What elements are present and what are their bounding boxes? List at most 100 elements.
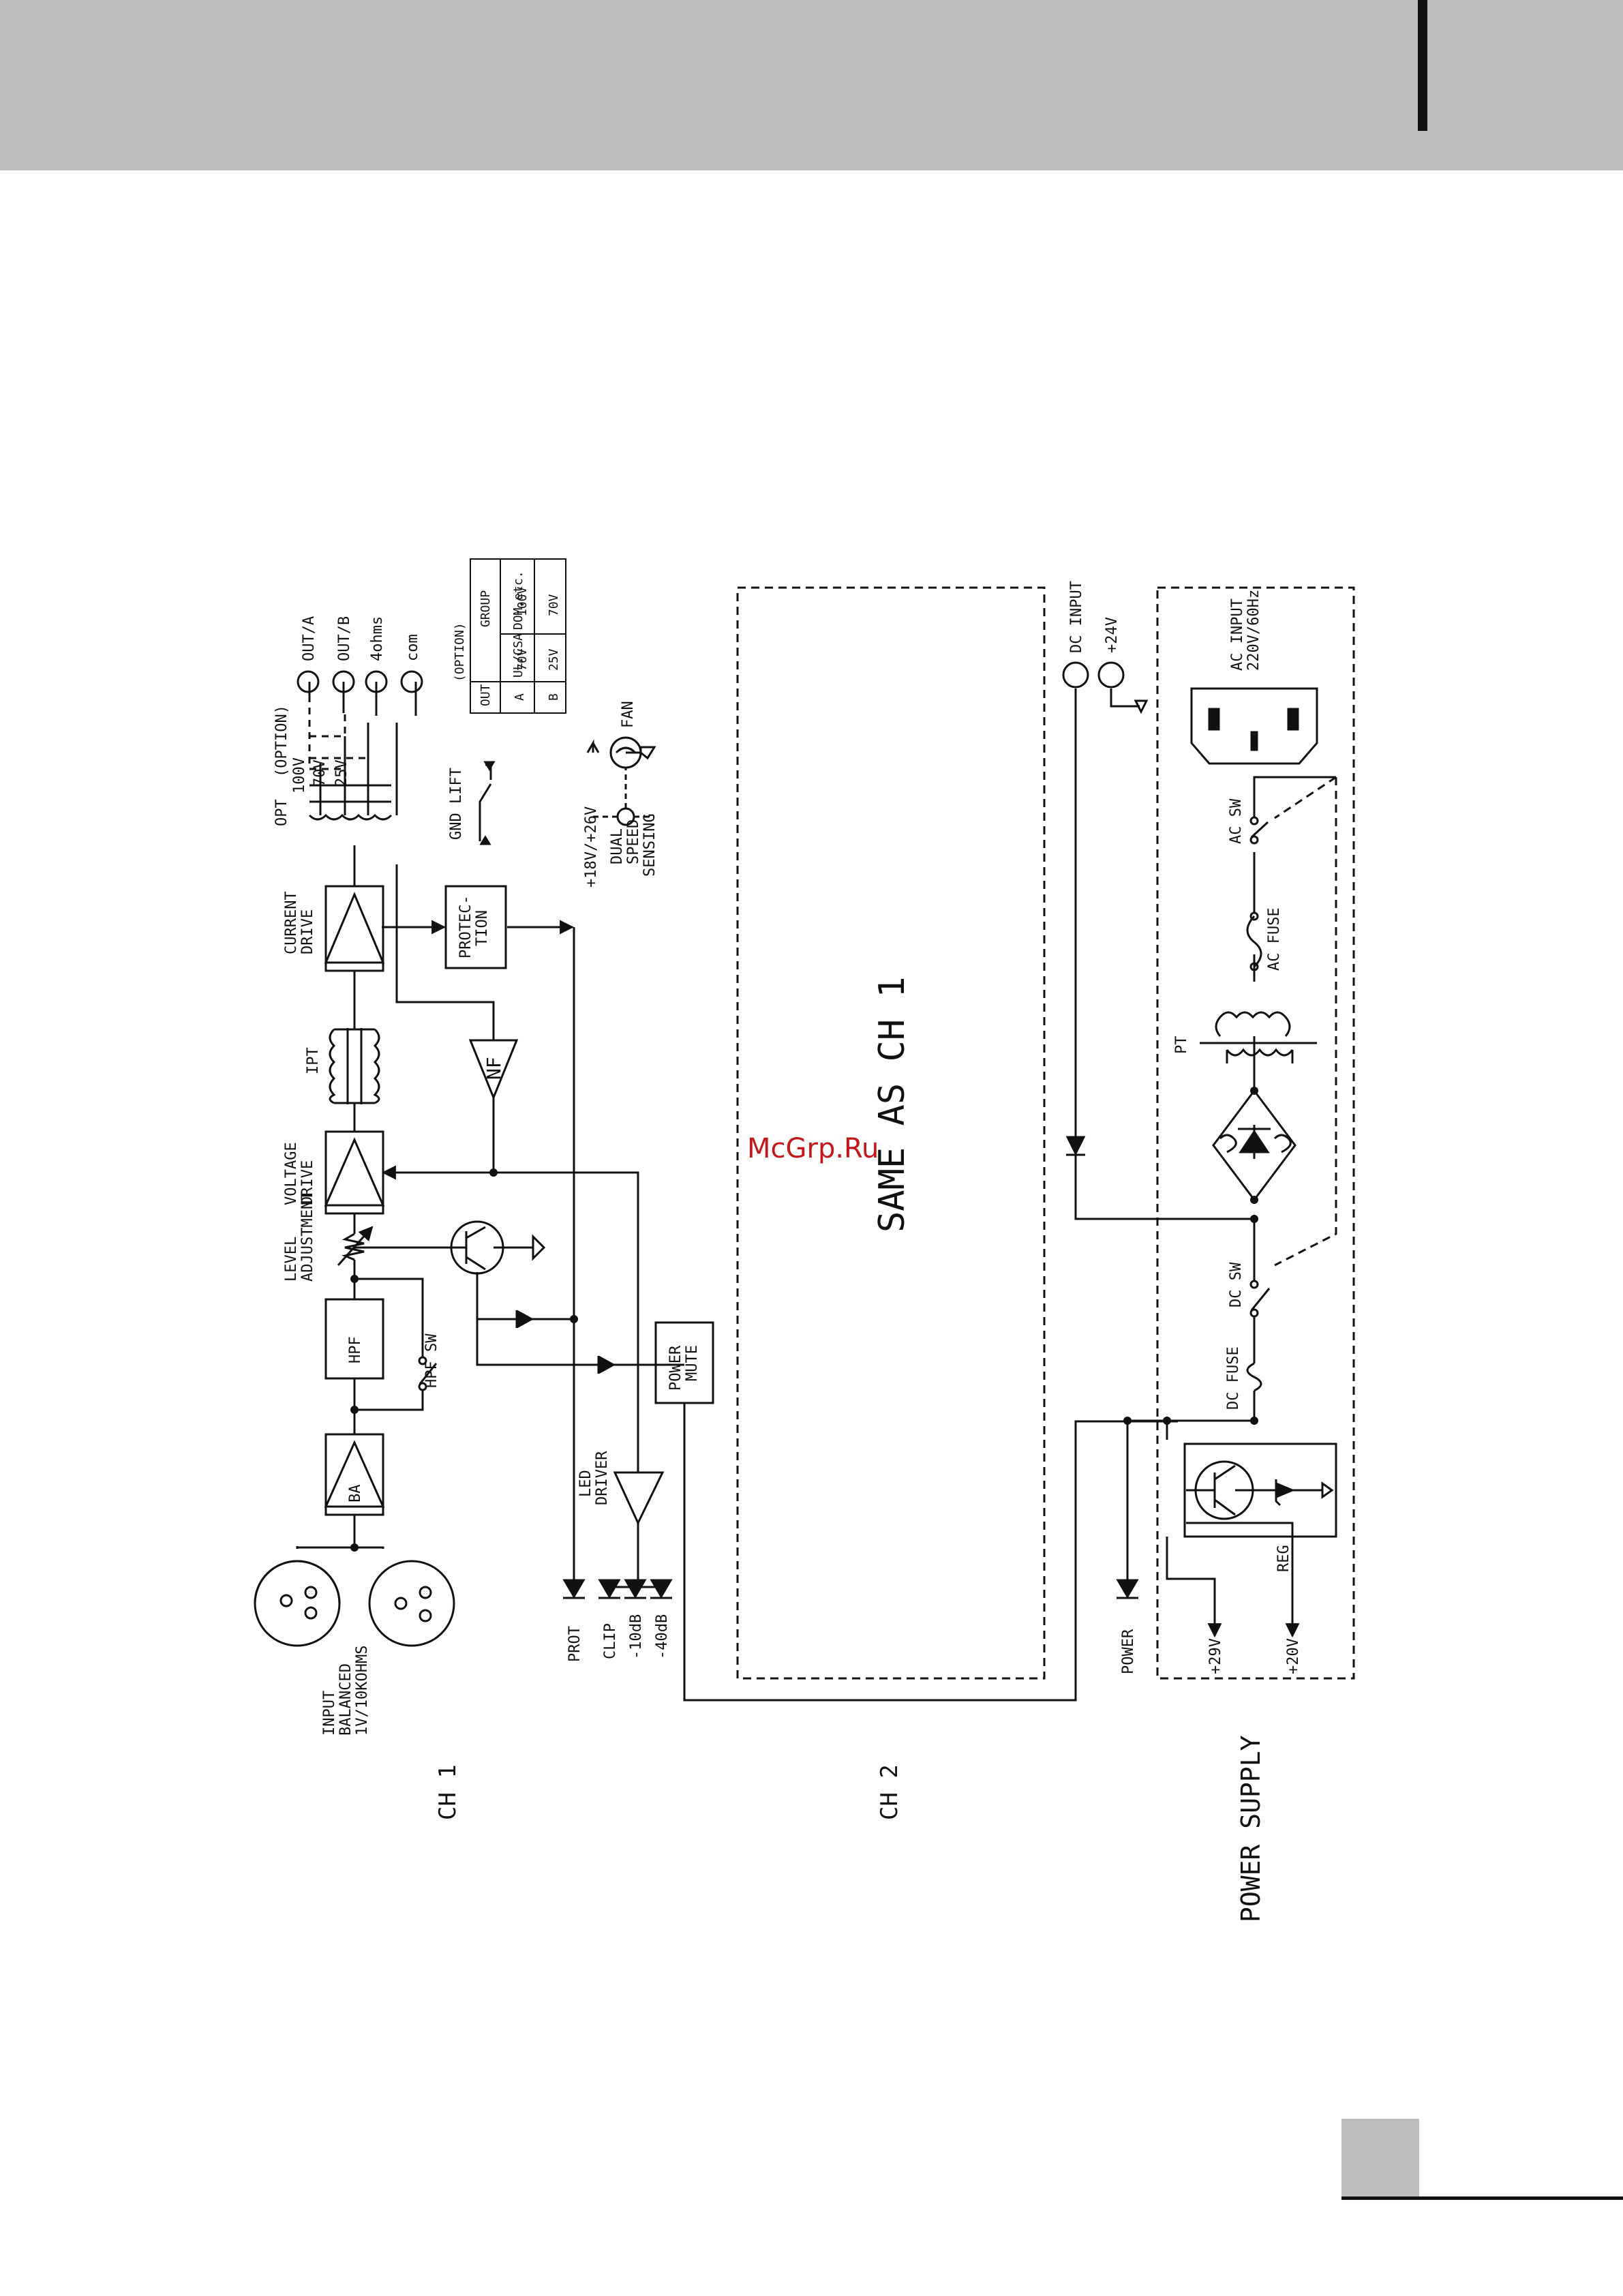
led-driver-icon [613,1471,665,1526]
power-mute-label-2: MUTE [684,1345,701,1381]
led-driver-label-2: DRIVER [594,1451,611,1505]
4ohms-label: 4ohms [369,616,386,661]
power-led-label: POWER [1120,1629,1137,1674]
ch2-box [736,586,1046,1680]
current-drive-label-2: DRIVE [299,909,316,954]
option-table-row-a: A [513,693,527,701]
transistor-icon [450,1220,504,1275]
reg-label: REG [1275,1545,1292,1572]
ac-fuse-label: AC FUSE [1266,907,1283,971]
diode-icon [515,1310,534,1329]
led-10db-label: -10dB [628,1614,645,1659]
ch2-note: SAME AS CH 1 [872,976,913,1233]
voltage-drive-label-1: VOLTAGE [283,1142,300,1205]
current-drive-label-1: CURRENT [283,891,300,954]
power-mute-label-1: POWER [667,1345,684,1391]
dc-input-label: DC INPUT [1068,581,1085,653]
input-label-3: 1V/10KOHMS [354,1646,371,1736]
ground-icon [532,1234,546,1261]
level-label-2: ADJUSTMENT [299,1192,316,1282]
option-table-row-b: B [547,693,561,701]
level-label-1: LEVEL [283,1237,300,1282]
voltage-drive-label-2: DRIVE [299,1160,316,1205]
option-table-a-ul: 70V [515,648,530,671]
page-number-box [1341,2119,1419,2196]
protection-block [444,885,507,969]
ground-icon [1134,699,1149,714]
tap-25v: 25V [333,759,350,787]
level-potentiometer-icon [337,1226,374,1266]
out-b-label: OUT/B [336,616,353,661]
fan-sensor-icon [593,768,654,826]
power-mute-block [654,1321,714,1404]
ac-switch-icon [1249,816,1269,845]
tap-70v: 70V [312,759,329,787]
option-table-a-dom: 100V [515,586,530,616]
com-terminal-icon [400,670,423,693]
section-ch1: CH 1 [434,1764,461,1820]
gnd-lift-label: GND LIFT [448,768,465,840]
hpf-block [324,1298,384,1380]
fan-control-1: DUAL [609,828,626,864]
option-label: (OPTION) [273,705,290,777]
led-driver-label-1: LED [577,1470,594,1497]
section-ch2: CH 2 [876,1764,903,1820]
ipt-transformer-icon [329,1028,380,1104]
hpf-switch-icon [418,1356,438,1391]
ac-input-label-1: AC INPUT [1229,599,1246,671]
opt-transformer-icon [308,813,393,821]
power-supply-box [1156,586,1355,1680]
ipt-label: IPT [305,1047,322,1074]
voltage-drive-block [324,1130,385,1215]
input-label-1: INPUT [321,1691,338,1736]
dc-switch-icon [1249,1280,1271,1318]
protection-label-2: TION [474,910,491,946]
4ohms-terminal-icon [365,670,388,693]
led-clip-icon [598,1579,621,1599]
pt-label: PT [1173,1036,1190,1055]
option-table [470,558,566,714]
option-table-group: GROUP [479,590,493,627]
out-b-terminal-icon [332,670,355,693]
power-led-icon [1116,1579,1139,1599]
out-a-label: OUT/A [301,616,318,661]
header-band [0,0,1623,170]
opt-label: OPT [273,799,290,826]
nf-amplifier-icon [468,1039,519,1100]
led-40db-icon [650,1579,673,1599]
ba-label: BA [347,1485,364,1503]
dc-sw-label: DC SW [1228,1262,1245,1308]
fan-icon [586,736,656,769]
fan-label: FAN [620,701,637,728]
option-table-group-ul: UL/CSA [511,633,526,678]
led-40db-label: -40dB [654,1614,671,1659]
gnd-lift-switch-icon [479,761,496,845]
led-prot-icon [562,1579,586,1599]
watermark: McGrp.Ru [747,1133,879,1164]
footer-rule [1341,2196,1623,2200]
fan-control-2: SPEED [625,819,642,864]
regulator-block [1183,1442,1337,1538]
diode-icon [597,1355,616,1374]
dc-fuse-label: DC FUSE [1225,1346,1242,1410]
out-a-terminal-icon [297,670,320,693]
bridge-rectifier-icon [1212,1089,1296,1202]
plus20v-label: +20V [1285,1638,1302,1674]
xlr-male-icon [368,1560,455,1647]
com-label: com [404,634,421,661]
option-table-b-ul: 25V [547,648,561,671]
ac-input-label-2: 220V/60Hz [1245,590,1262,671]
ac-fuse-icon [1246,911,1262,971]
current-drive-block [324,885,385,972]
led-10db-icon [624,1579,647,1599]
led-clip-label: CLIP [602,1623,619,1659]
xlr-female-icon [254,1560,341,1647]
input-label-2: BALANCED [337,1663,354,1736]
fan-supply-label: +18V/+26V [583,806,600,888]
hpf-label: HPF [347,1336,364,1363]
hpf-sw-label: HPF SW [423,1333,440,1388]
dc-fuse-icon [1246,1362,1262,1392]
option-table-caption: (OPTION) [453,622,467,682]
option-table-group-dom: DOM,etc. [511,571,526,630]
